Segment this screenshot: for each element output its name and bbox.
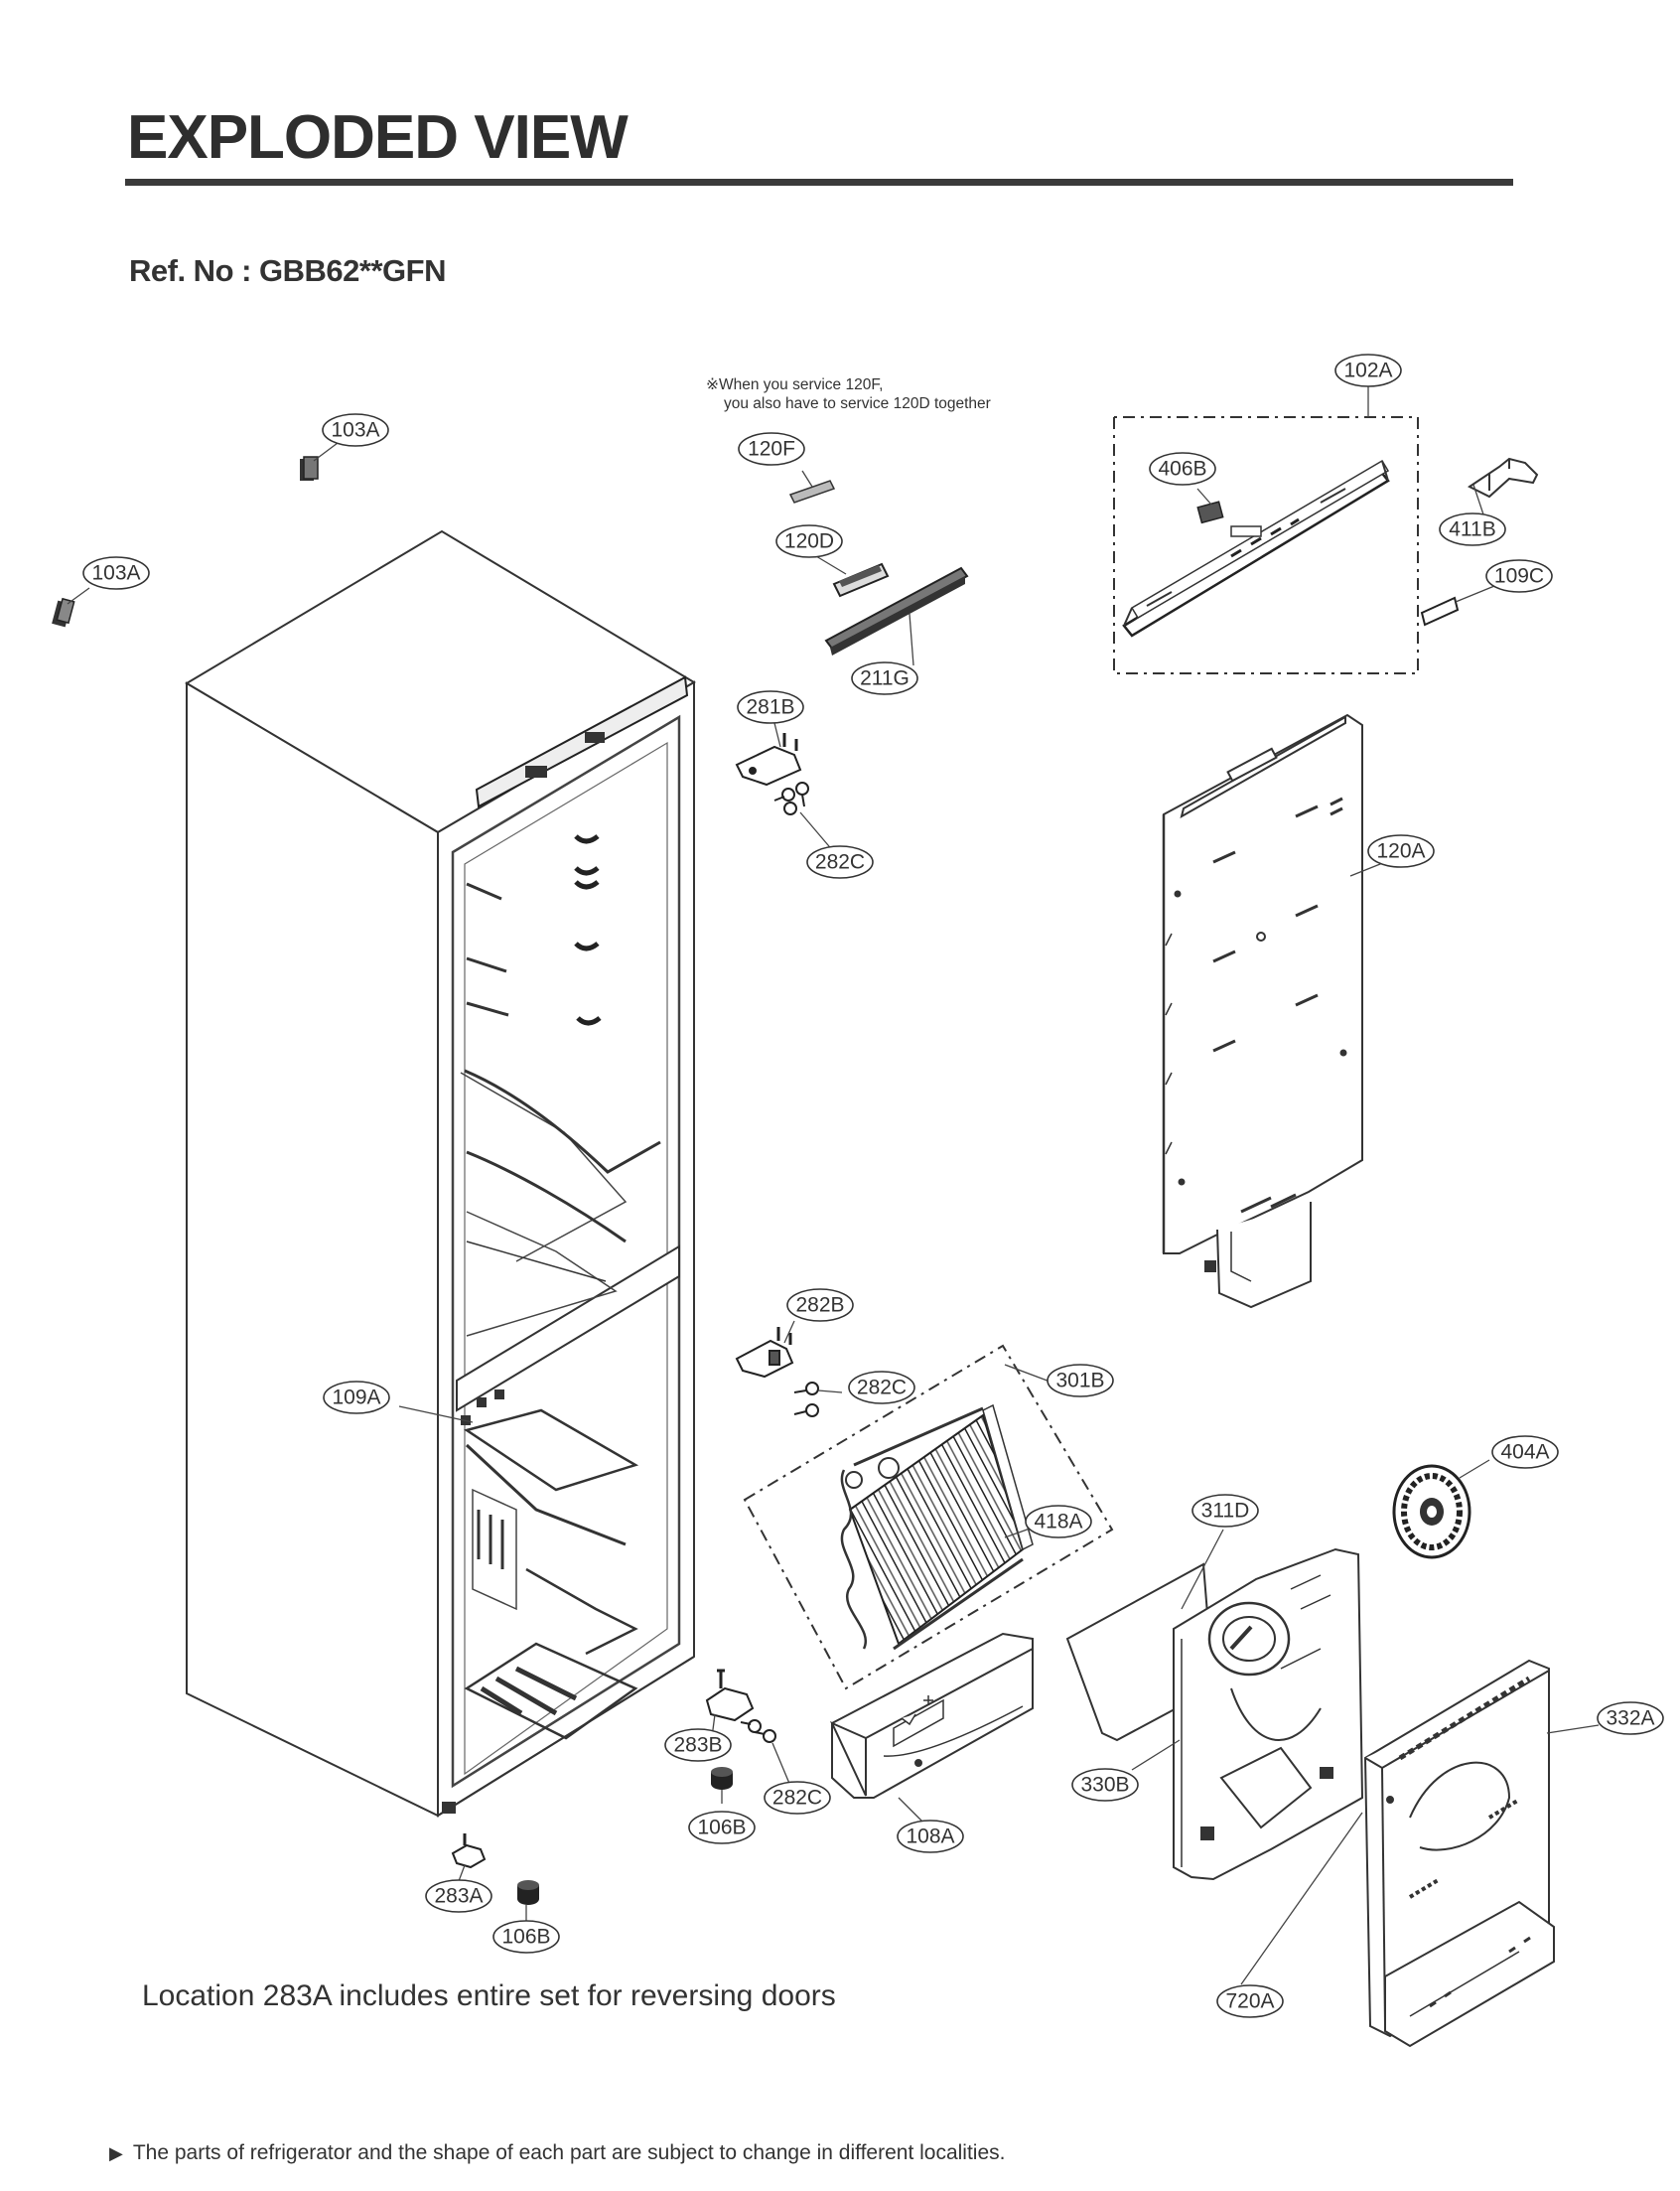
callout-211g: 211G [851,661,918,695]
service-note-line-1: ※When you service 120F, [706,376,884,393]
assembly-301b-evaporator [743,1344,1114,1690]
callout-109c: 109C [1485,559,1553,593]
callout-108a: 108A [897,1820,964,1853]
callout-282b-text: 282B [795,1294,844,1317]
ref-number: Ref. No : GBB62**GFN [129,253,446,288]
part-404a-fan [1392,1464,1471,1559]
callout-720a-text: 720A [1225,1990,1274,2013]
callout-332a: 332A [1597,1701,1664,1735]
title-rule [125,179,1513,186]
part-106b-foot-mid [711,1767,733,1790]
control-panel-bar [1122,469,1390,638]
location-note: Location 283A includes entire set for re… [142,1979,836,2012]
callout-102a-text: 102A [1343,360,1392,382]
callout-406b: 406B [1149,452,1216,486]
callout-283a-text: 283A [434,1885,483,1908]
service-note-line-2: you also have to service 120D together [724,395,991,412]
callout-311d-text: 311D [1201,1500,1250,1523]
callout-211g-text: 211G [860,667,910,690]
screws-282c-low [740,1719,776,1743]
callout-120d: 120D [775,524,843,558]
part-106b-foot-low [517,1880,539,1905]
callout-720a: 720A [1216,1984,1284,2018]
callout-404a: 404A [1491,1435,1559,1469]
part-108a-tray [829,1632,1034,1799]
callout-282c-mid-text: 282C [857,1377,907,1399]
callout-120a-text: 120A [1376,840,1425,863]
screws-282c-mid [793,1382,819,1417]
part-283b-hinge [705,1669,755,1722]
callout-109a-text: 109A [332,1387,380,1409]
part-120d [832,562,890,598]
callout-103a-left: 103A [82,556,150,590]
callout-282c-low: 282C [764,1781,831,1815]
part-120f [788,480,836,504]
part-109c [1420,596,1460,627]
part-211g [824,566,969,656]
callout-282b: 282B [786,1288,854,1322]
part-282b-hinge [735,1327,794,1379]
callout-301b-text: 301B [1055,1370,1104,1392]
callout-282c-mid: 282C [848,1371,915,1404]
callout-281b-text: 281B [746,696,794,719]
callout-283a: 283A [425,1879,492,1913]
part-411b [1468,457,1539,499]
callout-281b: 281B [737,690,804,724]
callout-411b-text: 411B [1449,518,1496,541]
footer-note-text: The parts of refrigerator and the shape … [132,2141,1006,2164]
part-418a-coil [840,1403,1034,1651]
callout-411b: 411B [1439,512,1506,546]
callout-282c-top: 282C [806,845,874,879]
callout-103a-top: 103A [322,413,389,447]
page-title: EXPLODED VIEW [127,103,629,172]
callout-120f: 120F [738,432,805,466]
part-103a-top [300,456,319,481]
callout-106b-mid-text: 106B [697,1817,746,1839]
fridge-cabinet [185,529,696,1818]
part-330b-duct [1173,1547,1364,1881]
callout-labels: 102A 103A 103A 120F 120D 211G 406B 411B … [82,354,1664,2018]
cabinet-outer-side [186,681,439,1818]
footer-arrow-icon: ▶ [109,2143,123,2163]
callout-106b-low: 106B [492,1920,560,1954]
callout-283b: 283B [664,1728,732,1762]
callout-404a-text: 404A [1500,1441,1549,1464]
callout-283b-text: 283B [673,1734,722,1757]
screws-282c-top [773,782,809,815]
callout-109c-text: 109C [1494,565,1544,588]
footer-note: ▶ The parts of refrigerator and the shape… [109,2141,1005,2165]
callout-106b-mid: 106B [688,1811,756,1844]
part-332a-cover [1363,1659,1555,2048]
callout-120d-text: 120D [784,530,834,553]
part-120a-panel [1162,713,1363,1309]
callout-102a: 102A [1334,354,1402,387]
callout-106b-low-text: 106B [501,1926,550,1949]
part-103a-left [52,597,75,628]
part-283a-hinge [451,1833,487,1869]
callout-282c-top-text: 282C [815,851,865,874]
service-note: ※When you service 120F, you also have to… [706,375,991,413]
callout-330b: 330B [1071,1768,1139,1802]
callout-109a: 109A [323,1381,390,1414]
part-281b-hinge [735,733,802,787]
callout-103a-left-text: 103A [91,562,140,585]
callout-108a-text: 108A [906,1826,954,1848]
callout-332a-text: 332A [1606,1707,1654,1730]
callout-282c-low-text: 282C [772,1787,822,1810]
callout-406b-text: 406B [1158,458,1206,481]
callout-418a-text: 418A [1034,1511,1082,1534]
callout-103a-top-text: 103A [331,419,379,442]
assembly-102a [1113,416,1419,674]
leader-lines [67,381,1600,1985]
callout-120f-text: 120F [748,438,795,461]
callout-418a: 418A [1025,1505,1092,1538]
callout-301b: 301B [1047,1364,1114,1397]
callout-311d: 311D [1191,1494,1259,1528]
part-406b [1196,501,1224,524]
cabinet-inner-liner [451,714,681,1789]
callout-120a: 120A [1367,834,1435,868]
callout-330b-text: 330B [1080,1774,1129,1797]
